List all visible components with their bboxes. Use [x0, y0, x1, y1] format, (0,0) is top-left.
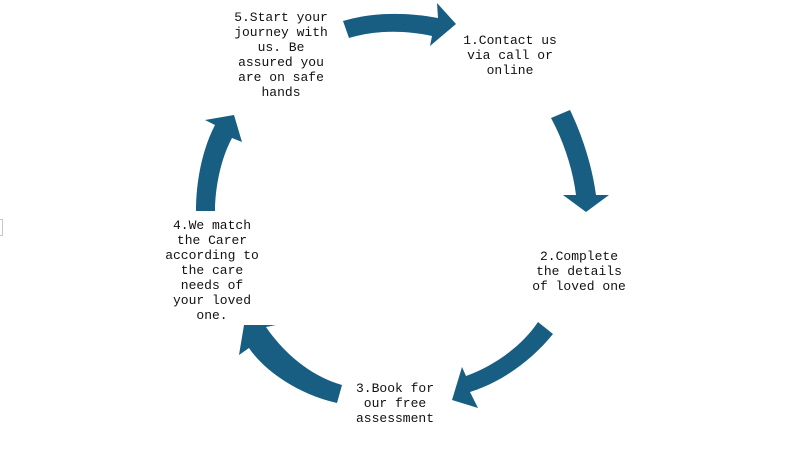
arrow-1-to-2 — [551, 110, 609, 212]
arrow-4-to-5 — [196, 115, 242, 211]
arrow-5-to-1 — [343, 3, 456, 46]
step-1-label: 1.Contact us via call or online — [463, 33, 557, 78]
step-4-label: 4.We match the Carer according to the ca… — [165, 218, 259, 323]
step-2-label: 2.Complete the details of loved one — [532, 249, 626, 294]
step-5-label: 5.Start your journey with us. Be assured… — [234, 10, 328, 100]
arrow-3-to-4 — [239, 325, 342, 403]
page-edge-marker — [0, 219, 3, 236]
arrow-2-to-3 — [452, 322, 553, 408]
step-3-label: 3.Book for our free assessment — [355, 381, 434, 426]
